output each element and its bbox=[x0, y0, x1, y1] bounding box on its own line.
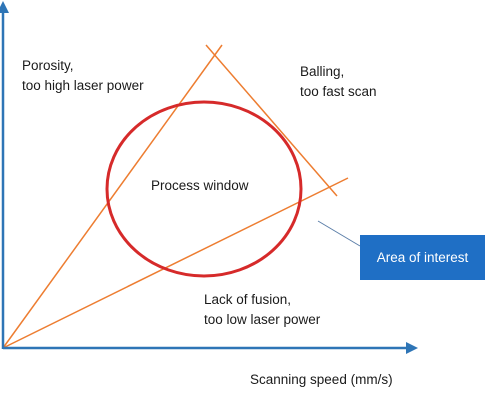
lack-of-fusion-boundary-line bbox=[2, 177, 349, 349]
lack-of-fusion-label: Lack of fusion, too low laser power bbox=[204, 290, 320, 330]
porosity-label-line1: Porosity, bbox=[22, 58, 74, 73]
lack-of-fusion-label-line1: Lack of fusion, bbox=[204, 292, 292, 307]
balling-boundary-line bbox=[205, 44, 338, 197]
process-window-circle bbox=[105, 100, 303, 278]
porosity-boundary-line bbox=[2, 44, 223, 349]
balling-label-line2: too fast scan bbox=[300, 84, 377, 99]
area-of-interest-callout: Area of interest bbox=[360, 235, 485, 280]
balling-label-line1: Balling, bbox=[300, 64, 345, 79]
porosity-label-line2: too high laser power bbox=[22, 78, 144, 93]
lack-of-fusion-label-line2: too low laser power bbox=[204, 312, 321, 327]
process-window-label: Process window bbox=[151, 178, 249, 193]
callout-leader-line bbox=[317, 220, 361, 247]
y-axis-arrowhead bbox=[0, 1, 9, 13]
balling-label: Balling, too fast scan bbox=[300, 62, 377, 102]
x-axis-label: Scanning speed (mm/s) bbox=[250, 372, 393, 387]
x-axis-arrowhead bbox=[406, 342, 418, 354]
porosity-label: Porosity, too high laser power bbox=[22, 56, 144, 96]
